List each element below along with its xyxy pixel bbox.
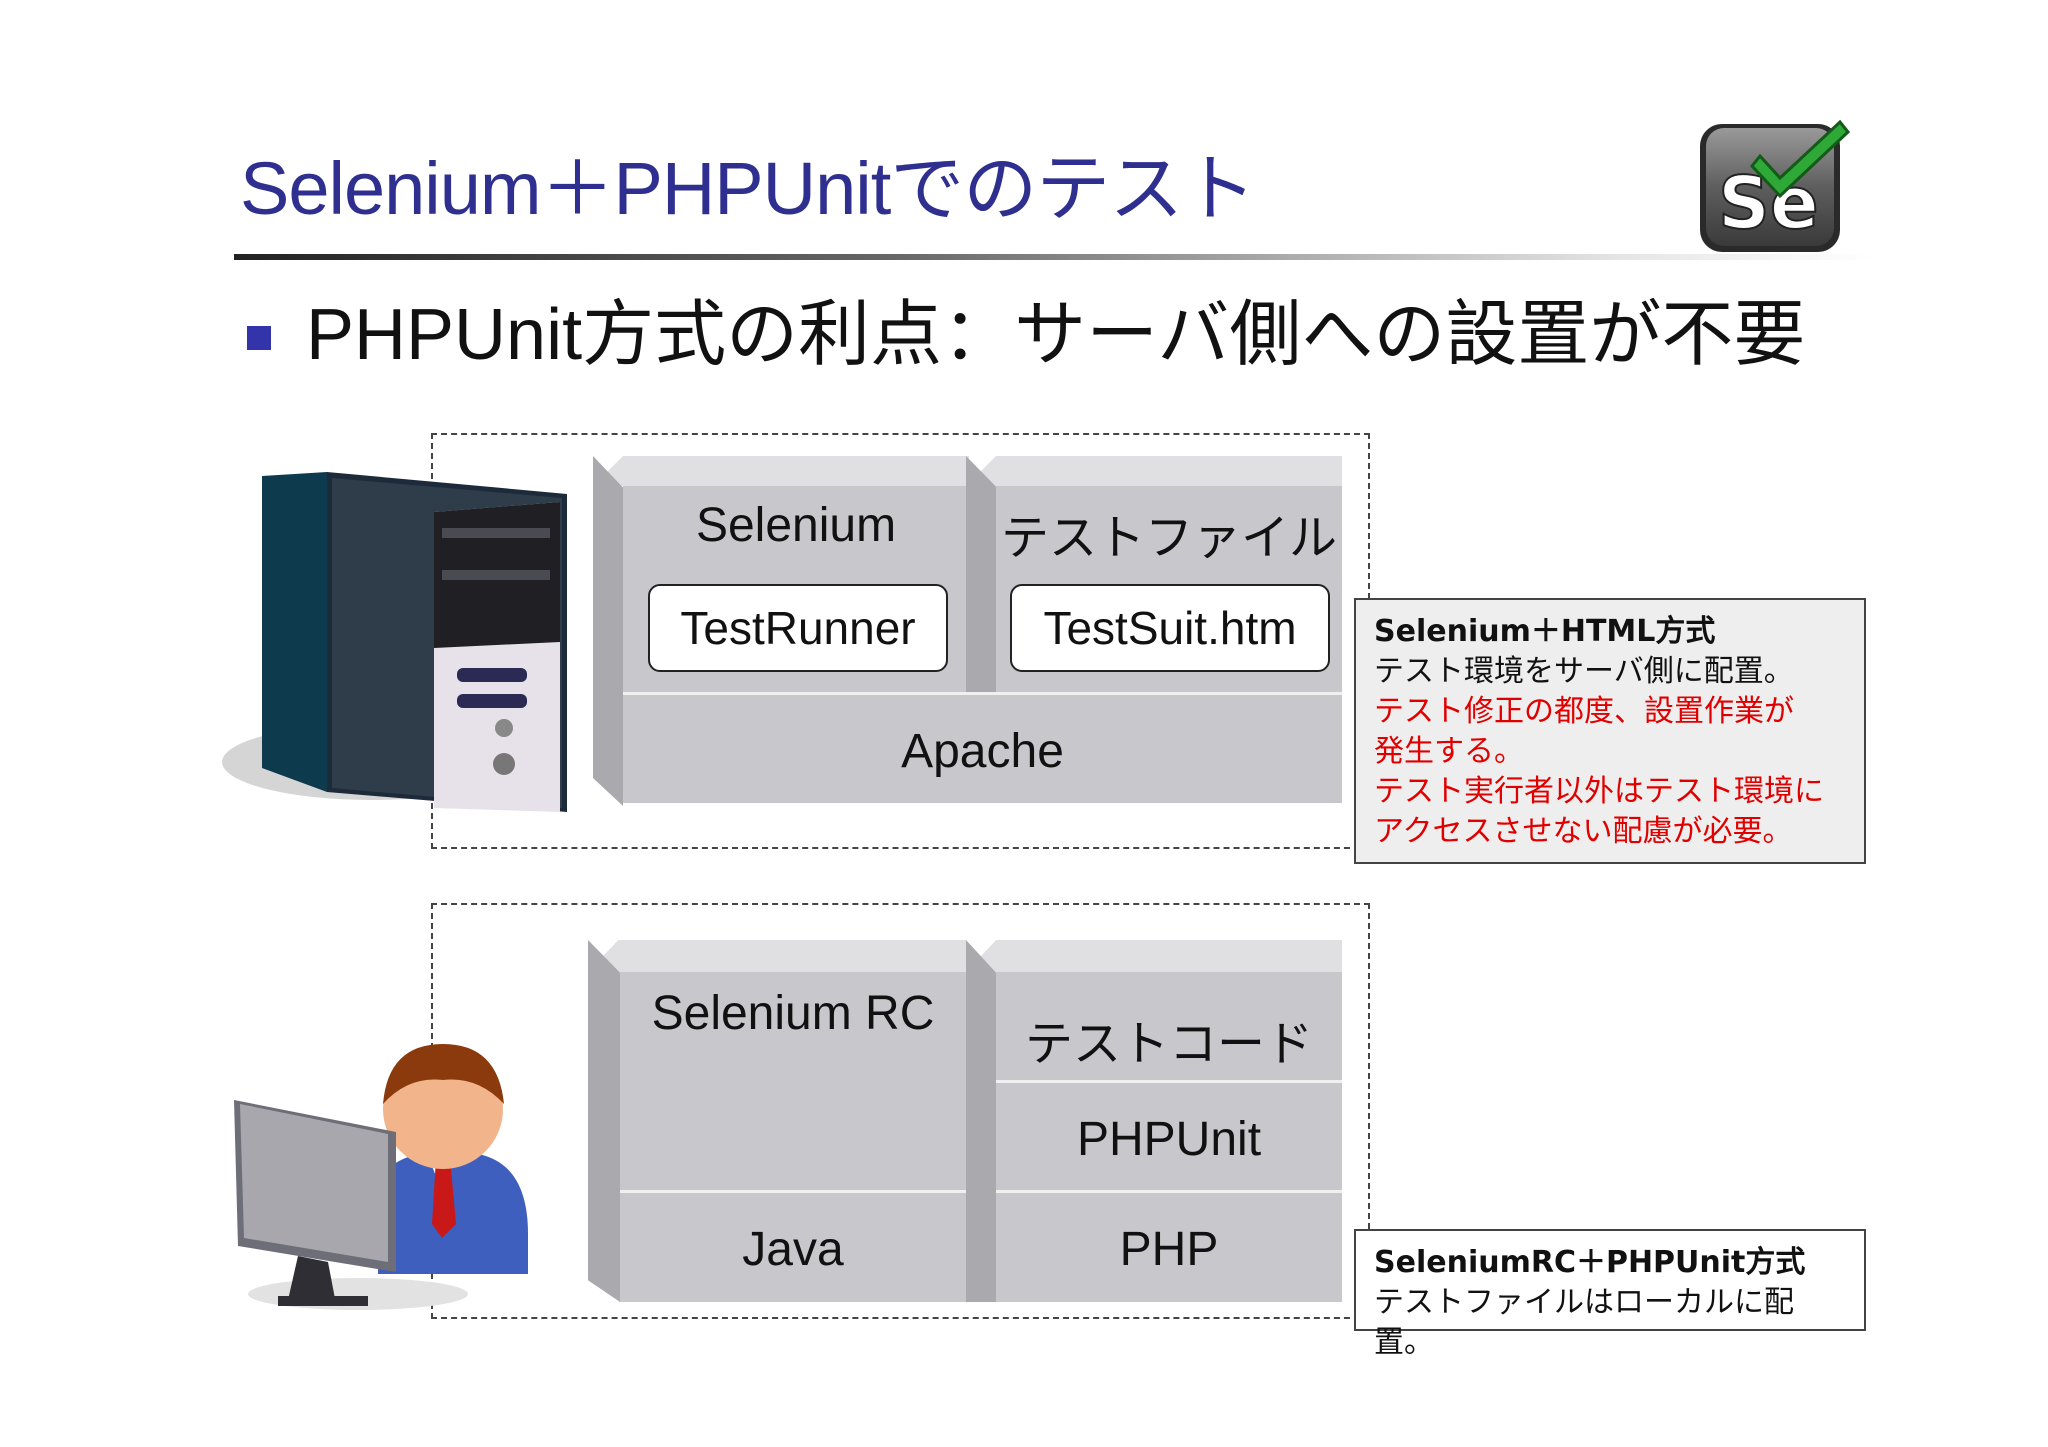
title-underline	[234, 254, 1874, 260]
phpunit-block	[996, 1083, 1342, 1190]
testcode-block-top	[966, 940, 1342, 972]
java-label: Java	[742, 1223, 844, 1276]
php-label: PHP	[1119, 1223, 1219, 1276]
php-block	[996, 1193, 1342, 1302]
apache-block	[623, 695, 1342, 803]
phpunit-label: PHPUnit	[1076, 1113, 1262, 1166]
bottom-right-stack-side	[966, 940, 996, 1302]
selenium-logo-icon: Se	[1700, 119, 1851, 252]
selenium-rc-block	[620, 972, 966, 1190]
top-stack-side	[593, 456, 623, 806]
html-approach-note: Selenium＋HTML方式 テスト環境をサーバ側に配置。 テスト修正の都度、…	[1354, 598, 1866, 864]
server-icon	[222, 472, 567, 812]
testcode-block	[996, 972, 1342, 1080]
warning-line: テスト実行者以外はテスト環境に	[1374, 774, 1824, 809]
selenium-block-top	[593, 456, 969, 486]
phpunit-separator	[996, 1080, 1342, 1083]
phpunit-approach-note: SeleniumRC＋PHPUnit方式 テストファイルはローカルに配置。	[1354, 1229, 1866, 1360]
testcode-label: テストコード	[1024, 1018, 1313, 1071]
bottom-left-stack-side	[588, 940, 620, 1302]
apache-label: Apache	[901, 725, 1064, 778]
testfile-block-side	[966, 456, 996, 692]
java-separator	[620, 1190, 966, 1193]
selenium-rc-label: Selenium RC	[651, 987, 935, 1040]
note-heading: Selenium＋HTML方式	[1374, 614, 1716, 649]
selenium-label: Selenium	[695, 499, 897, 552]
warning-line: 発生する。	[1374, 734, 1524, 769]
warning-line: アクセスさせない配慮が必要。	[1374, 814, 1793, 849]
slide-title: Selenium＋PHPUnitでのテスト	[240, 147, 1256, 230]
testsuit-box: TestSuit.htm	[1010, 584, 1330, 672]
bullet-text: PHPUnit方式の利点：サーバ側への設置が不要	[306, 295, 1806, 375]
testfile-block-top	[966, 456, 1342, 486]
bullet-marker	[247, 326, 271, 350]
note-line: テストファイルはローカルに配置。	[1374, 1285, 1794, 1360]
selenium-rc-block-top	[588, 940, 966, 972]
user-computer-icon	[234, 1044, 528, 1310]
testrunner-box: TestRunner	[648, 584, 948, 672]
warning-line: テスト修正の都度、設置作業が	[1374, 694, 1794, 729]
apache-separator	[623, 692, 1342, 695]
note-heading: SeleniumRC＋PHPUnit方式	[1374, 1245, 1806, 1280]
java-block	[620, 1193, 966, 1302]
note-line: テスト環境をサーバ側に配置。	[1374, 654, 1794, 689]
testfile-label: テストファイル	[1000, 512, 1337, 565]
php-separator	[996, 1190, 1342, 1193]
